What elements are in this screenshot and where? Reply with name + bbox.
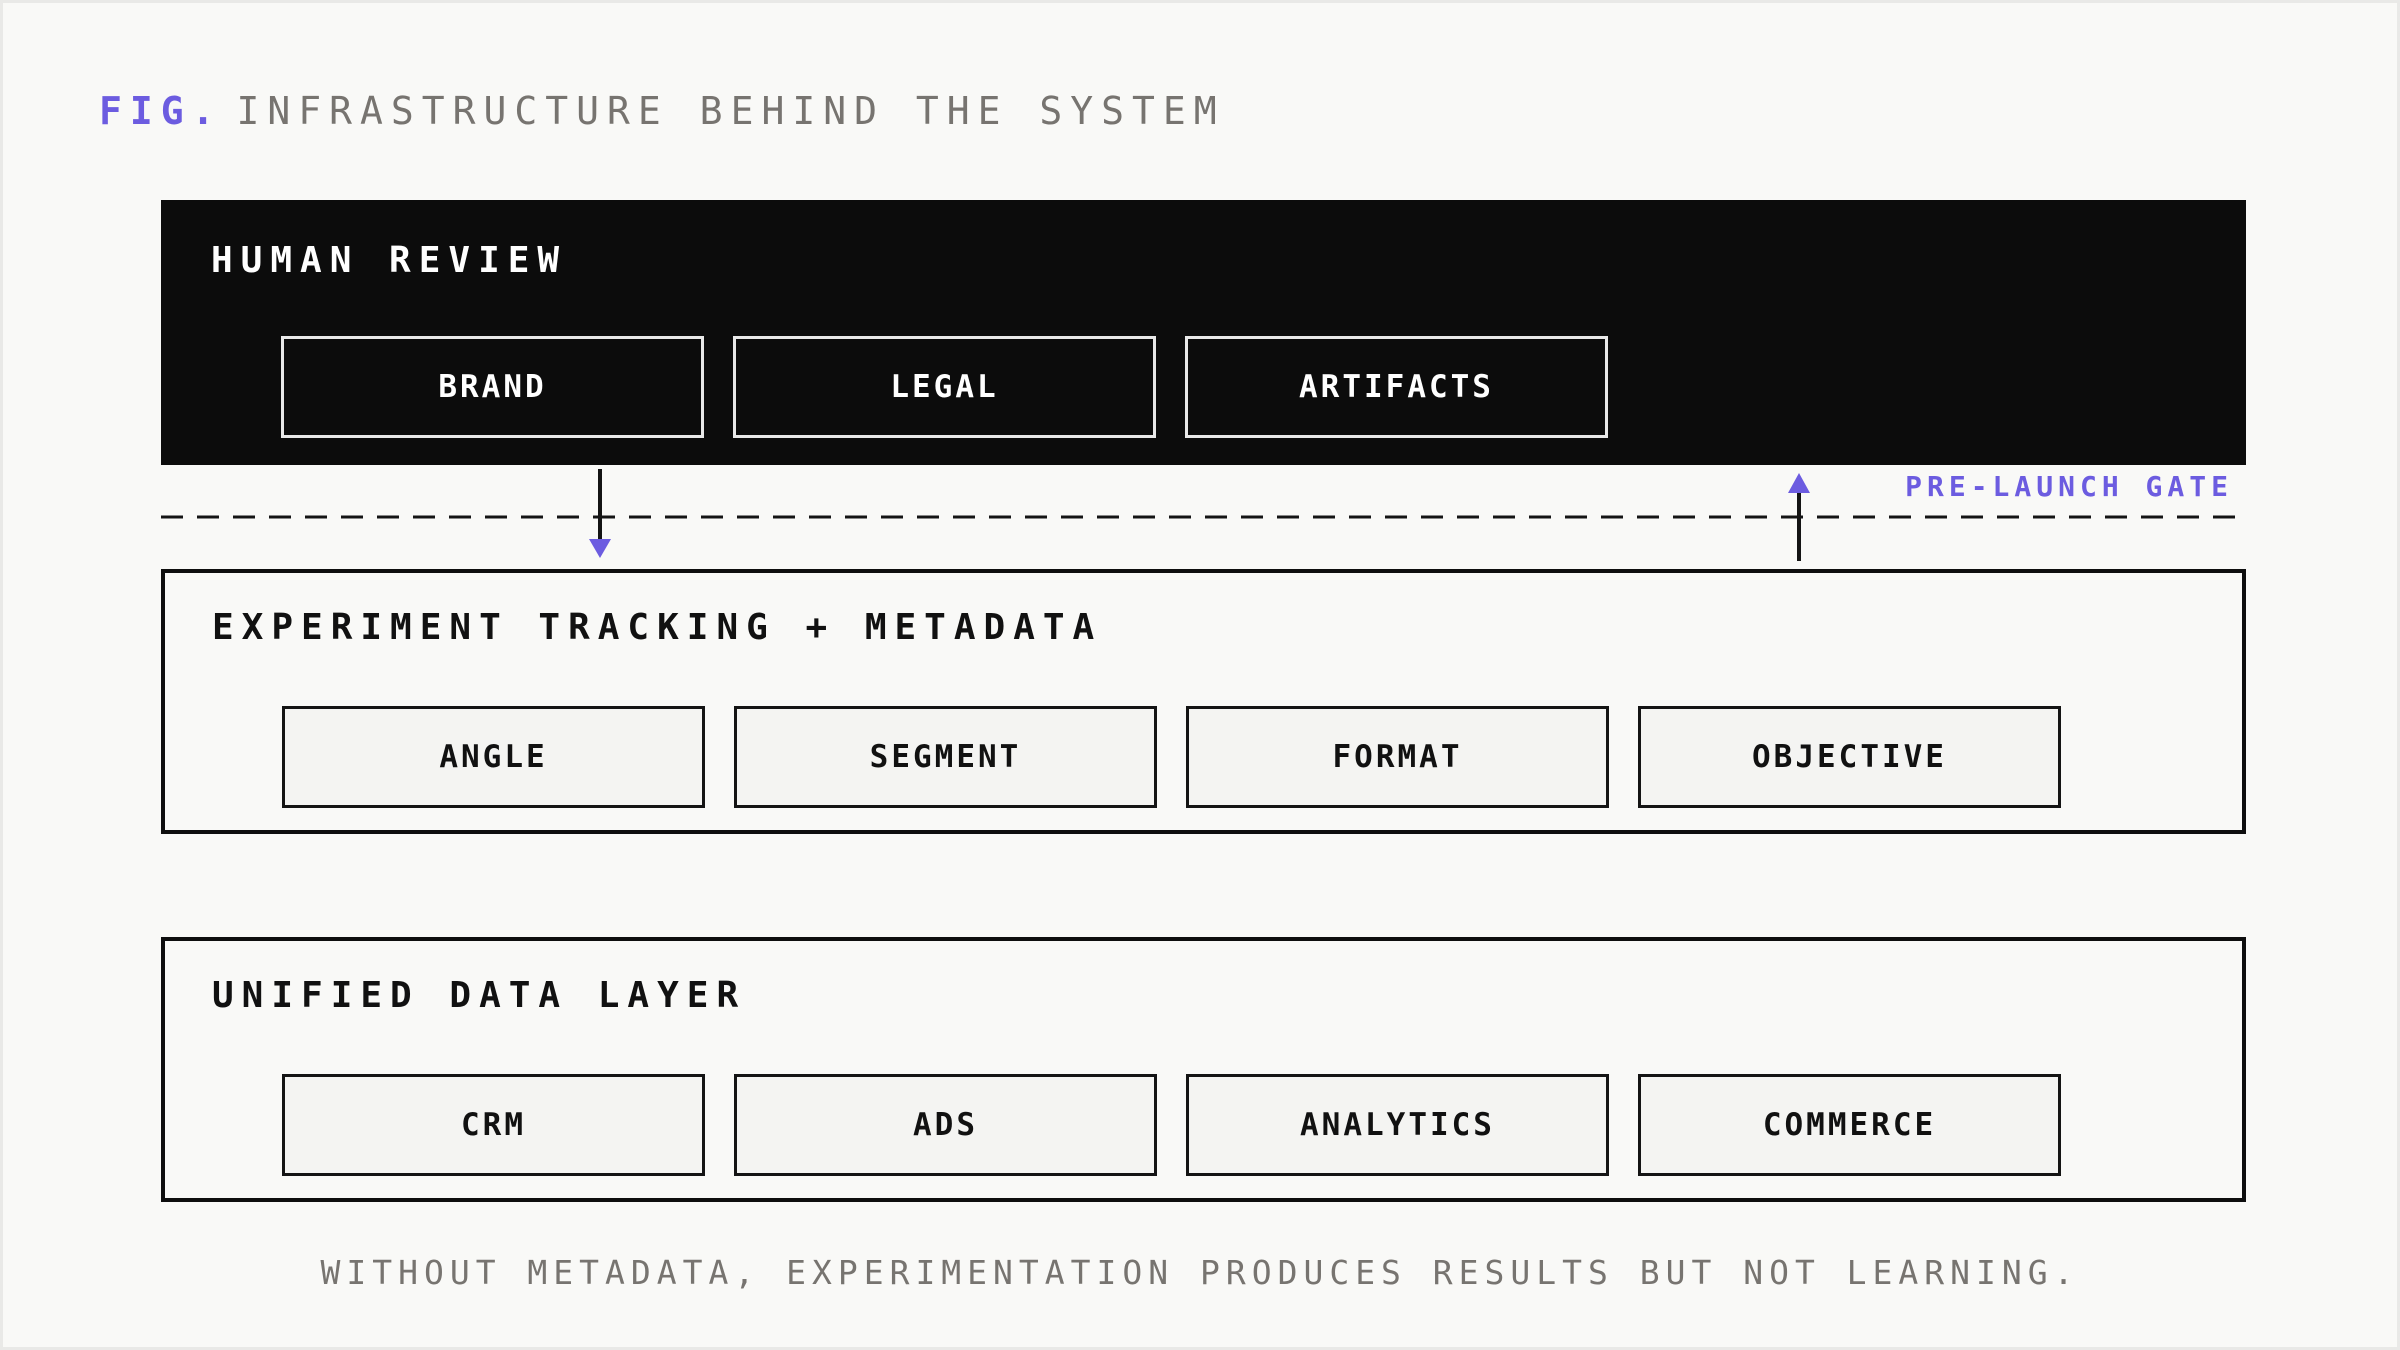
format-box: FORMAT bbox=[1186, 706, 1609, 808]
experiment-tracking-title: EXPERIMENT TRACKING + METADATA bbox=[212, 607, 1103, 648]
crm-box: CRM bbox=[282, 1074, 705, 1176]
ads-box: ADS bbox=[734, 1074, 1157, 1176]
human-review-title: HUMAN REVIEW bbox=[211, 240, 568, 281]
segment-box: SEGMENT bbox=[734, 706, 1157, 808]
down-arrow-head bbox=[589, 539, 611, 558]
figure-title: FIG. INFRASTRUCTURE BEHIND THE SYSTEM bbox=[99, 89, 1225, 133]
artifacts-box: ARTIFACTS bbox=[1185, 336, 1608, 438]
commerce-box: COMMERCE bbox=[1638, 1074, 2061, 1176]
legal-box: LEGAL bbox=[733, 336, 1156, 438]
unified-data-layer: UNIFIED DATA LAYER CRM ADS ANALYTICS COM… bbox=[161, 937, 2246, 1202]
human-review-layer: HUMAN REVIEW BRAND LEGAL ARTIFACTS bbox=[161, 200, 2246, 465]
gate-overlay bbox=[161, 469, 2243, 561]
experiment-tracking-layer: EXPERIMENT TRACKING + METADATA ANGLE SEG… bbox=[161, 569, 2246, 834]
brand-box: BRAND bbox=[281, 336, 704, 438]
up-arrow-head bbox=[1788, 473, 1810, 493]
pre-launch-gate-label: PRE-LAUNCH GATE bbox=[1905, 470, 2233, 503]
objective-box: OBJECTIVE bbox=[1638, 706, 2061, 808]
figure-prefix: FIG. bbox=[99, 89, 223, 133]
unified-data-title: UNIFIED DATA LAYER bbox=[212, 975, 747, 1016]
figure-caption: WITHOUT METADATA, EXPERIMENTATION PRODUC… bbox=[320, 1253, 2080, 1292]
figure-title-text: INFRASTRUCTURE BEHIND THE SYSTEM bbox=[236, 89, 1225, 133]
analytics-box: ANALYTICS bbox=[1186, 1074, 1609, 1176]
angle-box: ANGLE bbox=[282, 706, 705, 808]
diagram-canvas: FIG. INFRASTRUCTURE BEHIND THE SYSTEM HUM… bbox=[3, 3, 2397, 1347]
